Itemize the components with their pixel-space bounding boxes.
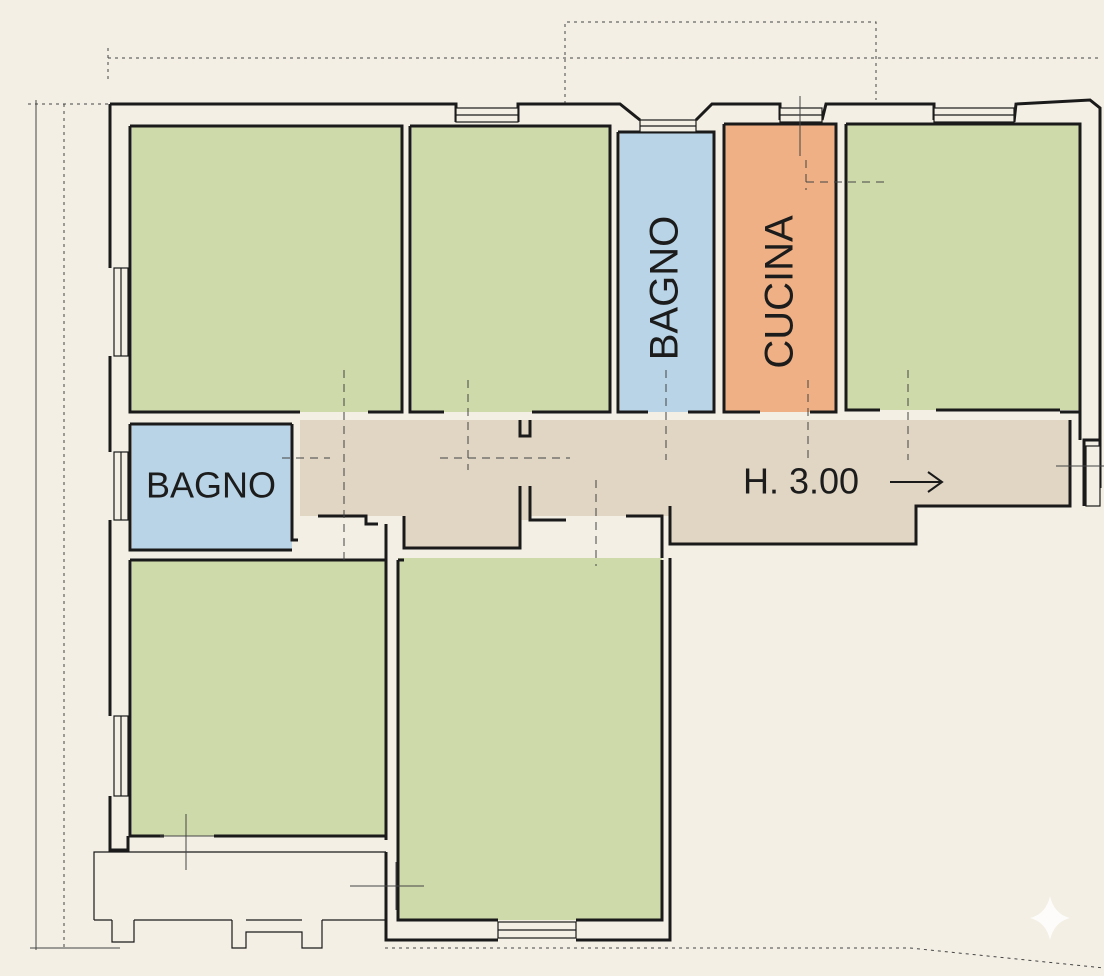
rooms [132,124,1080,920]
room-bottom-middle [398,558,662,920]
bathroom-left [132,424,292,550]
windows [113,107,1101,939]
bath-left-label: BAGNO [146,465,276,506]
bathroom-top [620,132,714,412]
bath-top-label: BAGNO [643,216,687,360]
kitchen-label: CUCINA [758,215,802,369]
room-bottom-left [132,560,386,836]
corridor [300,420,1070,548]
balcony-outline [93,851,386,949]
ceiling-height-label: H. 3.00 [743,461,859,502]
dimension-lines [28,21,1104,969]
room-top-left [132,126,402,412]
guide-crosshairs [160,96,1104,910]
kitchen [724,124,836,412]
sparkle-icon [1030,896,1070,940]
room-top-middle [412,126,610,412]
room-top-right [846,124,1080,410]
direction-arrow [890,471,944,493]
